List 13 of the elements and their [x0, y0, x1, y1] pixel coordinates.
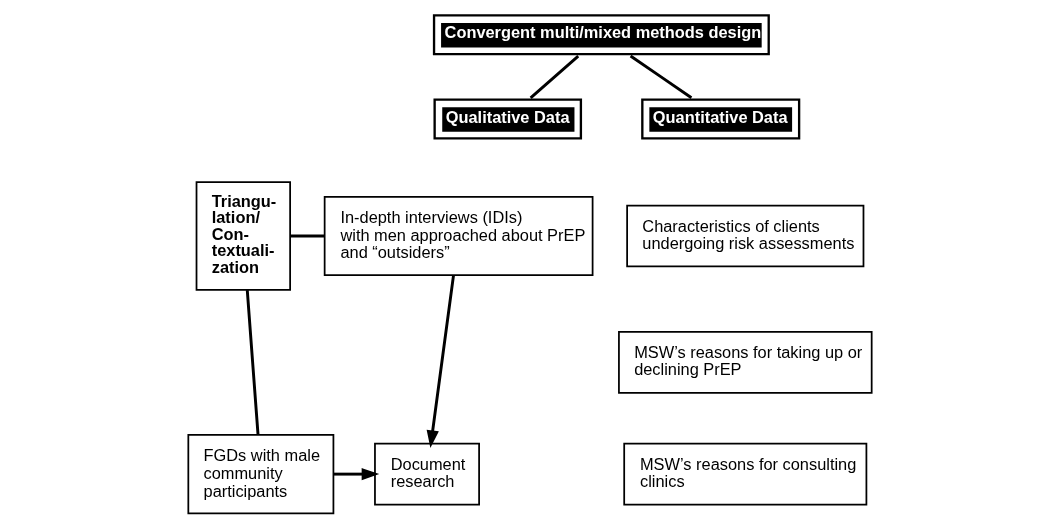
node-box: Triangu- lation/ Con- textuali- zation [195, 180, 291, 291]
node-box: FGDs with male community participants [187, 433, 335, 514]
connector [629, 54, 693, 99]
arrow [426, 274, 455, 448]
arrow [333, 467, 380, 480]
node-box: MSW’s reasons for taking up or declining PrEP [618, 330, 873, 394]
node-box: MSW’s reasons for consulting clinics [623, 442, 868, 505]
connector [245, 289, 260, 435]
node-box: Characteristics of clients undergoing risk assessments [626, 204, 865, 267]
connector [529, 54, 580, 99]
connector [290, 234, 325, 237]
node-box: Document research [374, 442, 480, 505]
node-box: In-depth interviews (IDIs) with men approached about PrEP and “outsiders” [323, 195, 594, 276]
